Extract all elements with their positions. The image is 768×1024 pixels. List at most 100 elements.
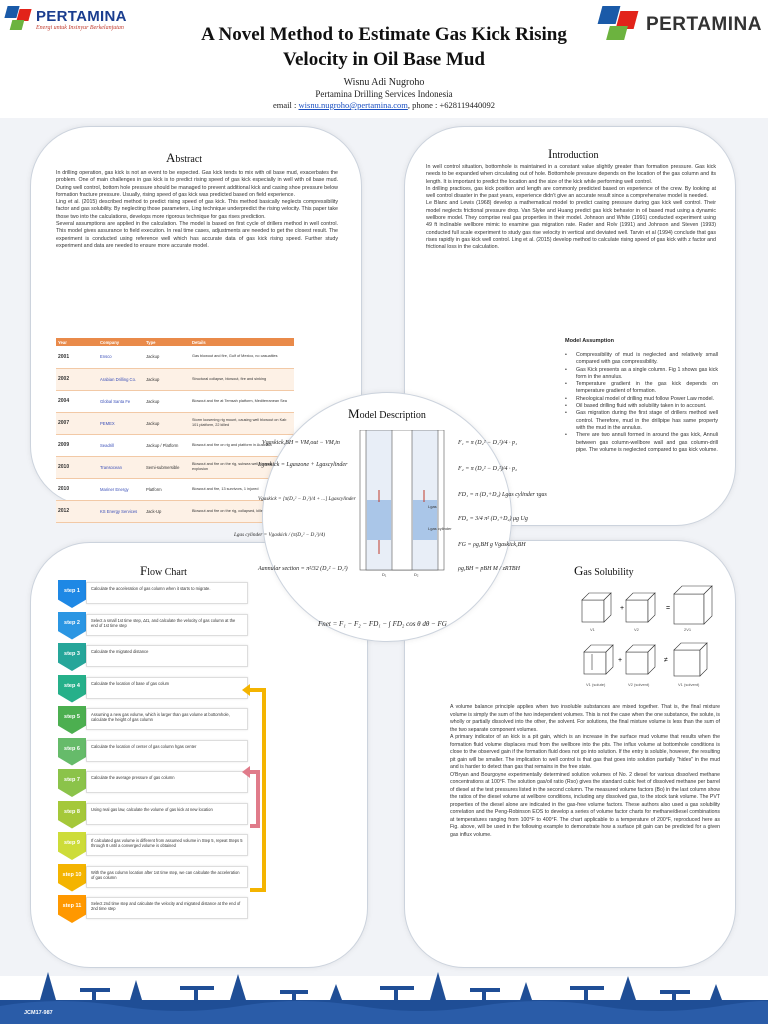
details-cell: Storm loosening rig mount, causing well …	[190, 412, 294, 435]
details-cell: Blowout and fire at Temsah platform, Med…	[190, 390, 294, 413]
equation-1: Vgaskick,BH = VM,out − VM,in	[262, 440, 340, 446]
step-label: step 3	[64, 651, 80, 657]
contact-line: email : wisnu.nugroho@pertamina.com, pho…	[120, 100, 648, 110]
equation-3: Vgaskick = [π(D₂² − D₁²)/4 + ...] Lgascy…	[258, 496, 356, 502]
solubility-paragraph: A primary indicator of an kick is a pit …	[450, 734, 720, 770]
company-cell: Seadrill	[98, 434, 144, 457]
equation-9: FD₂ = 3/4 π² (D₁+D₂) μg Ug	[458, 516, 528, 522]
type-cell: Jackup	[144, 412, 190, 435]
list-item: There are two annuli formed in around th…	[562, 432, 718, 454]
step-label: step 9	[64, 840, 80, 846]
type-cell: Jackup	[144, 346, 190, 369]
solubility-paragraph: O'Bryan and Bourgoyne experimentally det…	[450, 771, 720, 838]
flow-chart-title: Flow Chart	[140, 563, 187, 578]
step-label: step 5	[64, 714, 80, 720]
table-header: Type	[144, 338, 190, 346]
introduction-title: Introduction	[548, 146, 599, 161]
flow-step-marker: step 3	[58, 643, 86, 671]
arrowhead-icon	[242, 766, 250, 778]
list-item: Gas migration during the first stage of …	[562, 410, 718, 432]
step-arrow-icon	[58, 706, 86, 734]
company-cell: Arabian Drilling Co.	[98, 368, 144, 391]
abstract-body: In drilling operation, gas kick is not a…	[56, 170, 338, 250]
flow-step-text: Calculate the acceleration of gas column…	[86, 582, 248, 604]
flow-step-text: Assuming a new gas volume, which is larg…	[86, 708, 248, 730]
flow-step-text: Select 2nd time step and calculate the v…	[86, 897, 248, 919]
abstract-paragraph: Several assumptions are applied in the c…	[56, 221, 338, 249]
type-cell: Jackup	[144, 390, 190, 413]
flow-step-text: Select a small 1st time step, Δt1, and c…	[86, 613, 248, 636]
details-cell: Blowout and fire on rig and platform in …	[190, 434, 294, 457]
details-cell: Gas blowout and fire, Gulf of Mexico, no…	[190, 346, 294, 369]
solubility-cubes-diagram: + = V1 V2 2V1 + ≠ V1 (solute) V2 (solven…	[581, 585, 713, 687]
poster-header: PERTAMINA Energi untuk Insinyur Berkelan…	[0, 0, 768, 120]
flow-step-text: If calculated gas volume is different fr…	[86, 834, 248, 856]
company-cell: Ensco	[98, 346, 144, 369]
equation-4: Lgas cylinder = Vgaskick / (π(D₂² − D₁²)…	[234, 532, 326, 538]
email-label: email :	[273, 100, 297, 110]
flow-step-marker: step 9	[58, 832, 86, 860]
year-cell: 2007	[56, 412, 98, 435]
table-header: Company	[98, 338, 144, 346]
arrowhead-icon	[242, 684, 250, 696]
cube-label: V2	[634, 627, 640, 632]
list-item: Rheological model of drilling mud follow…	[562, 396, 718, 404]
email-link[interactable]: wisnu.nugroho@pertamina.com	[298, 100, 408, 110]
equation-5: Aannular section = π²/32 (D₂² − D₁²)	[258, 566, 348, 572]
step-label: step 10	[62, 871, 82, 878]
plus-sign: +	[620, 605, 624, 612]
step-arrow-icon	[58, 674, 86, 703]
company-cell: KS Energy Services	[98, 500, 144, 523]
oil-derrick-icons	[40, 972, 722, 1000]
step-label: step 8	[64, 808, 80, 815]
year-cell: 2012	[56, 500, 98, 523]
pumpjack-icons	[80, 986, 690, 1000]
oil-field-footer	[0, 972, 768, 1024]
step-arrow-icon	[58, 832, 86, 860]
company-cell: Transocean	[98, 456, 144, 479]
loop-arrows	[242, 684, 266, 892]
model-assumption-title: Model Assumption	[565, 338, 614, 344]
svg-text:D₂: D₂	[414, 572, 419, 577]
equation-10: FG = ρg,BH g Vgaskick,BH	[458, 542, 526, 548]
year-cell: 2009	[56, 434, 98, 457]
step-arrow-icon	[58, 800, 86, 829]
type-cell: Jack-Up	[144, 500, 190, 523]
abstract-paragraph: Ling et al. (2015) described method to p…	[56, 199, 338, 220]
flow-step-text: Calculate the average pressure of gas co…	[86, 771, 248, 793]
flow-step-marker: step 5	[58, 706, 86, 734]
phone-text: , phone : +628119440092	[407, 100, 495, 110]
cube-label: V1 (solute)	[586, 682, 606, 687]
introduction-body: In well control situation, bottomhole is…	[426, 164, 716, 252]
list-item: Oil based drilling fluid with solubility…	[562, 403, 718, 411]
intro-paragraph: In well control situation, bottomhole is…	[426, 164, 716, 185]
equation-2: Lgaskick = Lgaszone + Lgascylinder	[258, 462, 348, 468]
poster-title: A Novel Method to Estimate Gas Kick Risi…	[120, 22, 648, 72]
cube-label: V1	[590, 627, 596, 632]
cube-v2	[625, 592, 656, 623]
type-cell: Jackup / Platform	[144, 434, 190, 457]
cube-solute	[583, 644, 614, 675]
flow-step-marker: step 6	[58, 737, 86, 766]
pertamina-logo-left: PERTAMINA Energi untuk Insinyur Berkelan…	[4, 6, 127, 32]
title-line-2: Velocity in Oil Base Mud	[283, 49, 485, 70]
flow-step-marker: step 2	[58, 611, 86, 640]
table-header: Year	[56, 338, 98, 346]
poster-code: JCM17-987	[24, 1010, 53, 1016]
details-cell: Structural collapse, blowout, fire and s…	[190, 368, 294, 391]
gas-column-right	[413, 500, 437, 540]
gas-solubility-title: Gas Solubility	[574, 563, 634, 578]
step-arrow-icon	[58, 895, 86, 923]
cube-solvent	[625, 644, 656, 675]
plus-sign: +	[618, 657, 622, 664]
step-label: step 6	[64, 745, 80, 752]
company-cell: Global Santa Fe	[98, 390, 144, 413]
step-label: step 2	[64, 619, 80, 626]
title-line-1: A Novel Method to Estimate Gas Kick Risi…	[201, 24, 567, 45]
year-cell: 2010	[56, 456, 98, 479]
cube-label: 2V1	[684, 627, 692, 632]
